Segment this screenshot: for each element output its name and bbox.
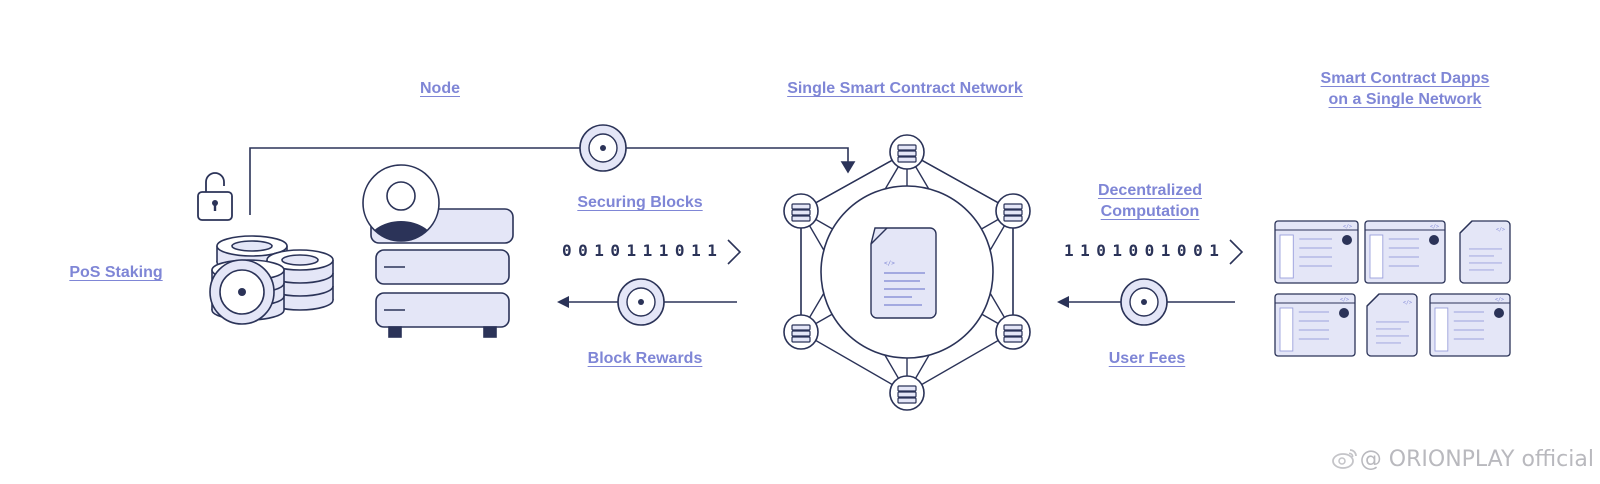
svg-text:</>: </> (1495, 297, 1504, 303)
user-fees-arrow (1057, 278, 1235, 326)
node-label[interactable]: Node (420, 80, 460, 97)
svg-text:</>: </> (1340, 297, 1349, 303)
coin-stack-icon (209, 235, 334, 325)
padlock-icon (197, 172, 233, 221)
binary-right-arrow (1229, 239, 1244, 265)
svg-text:</>: </> (1496, 227, 1505, 233)
staking-connector-line (249, 147, 856, 215)
server-node-icon (995, 314, 1031, 350)
watermark: @ ORIONPLAY official (1331, 447, 1594, 472)
weibo-logo-icon (1331, 449, 1357, 469)
server-node-icon (889, 134, 925, 170)
document-icon: </> (1459, 220, 1511, 284)
block-rewards-label[interactable]: Block Rewards (587, 350, 703, 367)
network-label[interactable]: Single Smart Contract Network (787, 80, 1023, 97)
block-rewards-arrow (557, 278, 737, 326)
server-node-icon (889, 375, 925, 411)
browser-window-icon: </> (1274, 293, 1356, 357)
document-icon: </> (1366, 293, 1418, 357)
browser-window-icon: </> (1364, 220, 1446, 284)
server-node-icon (783, 193, 819, 229)
svg-text:</>: </> (1343, 224, 1352, 230)
token-coin-icon (579, 124, 627, 172)
securing-blocks-label[interactable]: Securing Blocks (577, 194, 703, 211)
dapps-label-line2[interactable]: on a Single Network (1328, 91, 1482, 108)
decentralized-label-line2[interactable]: Computation (1100, 203, 1200, 220)
dapps-label-line1[interactable]: Smart Contract Dapps (1320, 70, 1490, 87)
svg-text:</>: </> (1430, 224, 1439, 230)
watermark-text: @ ORIONPLAY official (1359, 447, 1594, 472)
server-node-icon (783, 314, 819, 350)
browser-window-icon: </> (1429, 293, 1511, 357)
binary-left-arrow (727, 239, 742, 265)
server-node-icon (995, 193, 1031, 229)
browser-window-icon: </> (1274, 220, 1359, 284)
svg-text:</>: </> (1403, 300, 1412, 306)
user-fees-label[interactable]: User Fees (1108, 350, 1186, 367)
decentralized-label-line1[interactable]: Decentralized (1097, 182, 1203, 199)
user-avatar-icon (362, 164, 440, 242)
contract-document-icon: </> (870, 227, 937, 319)
svg-text:</>: </> (884, 260, 895, 267)
binary-stream-left: 0010111011 (562, 241, 724, 260)
pos-staking-label[interactable]: PoS Staking (69, 264, 163, 281)
binary-stream-right: 1101001001 (1064, 241, 1226, 260)
